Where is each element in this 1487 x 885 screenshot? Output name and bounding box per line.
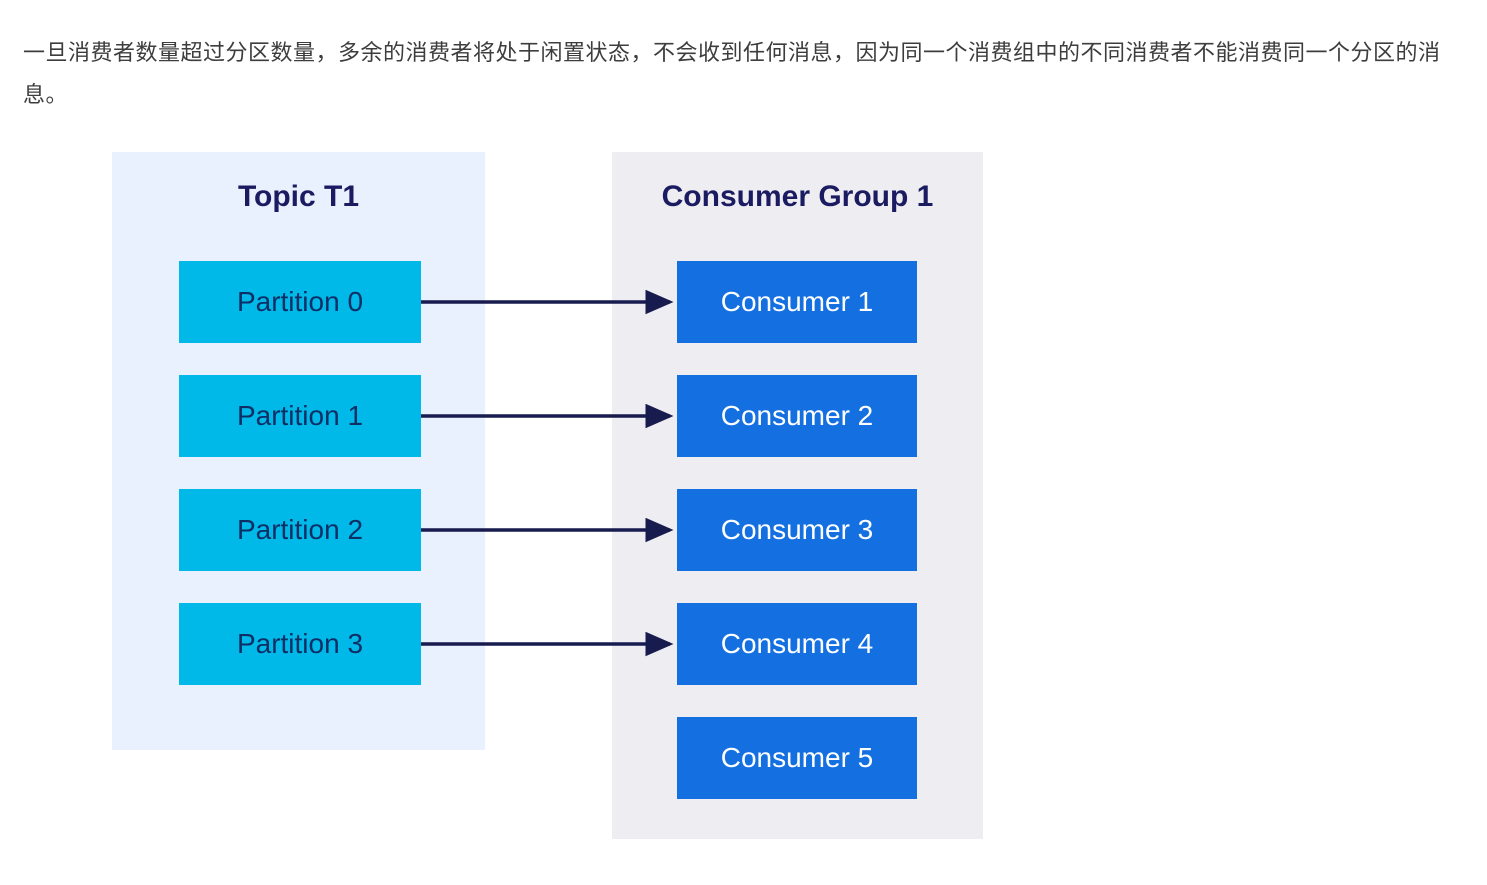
intro-paragraph: 一旦消费者数量超过分区数量，多余的消费者将处于闲置状态，不会收到任何消息，因为同… — [23, 40, 1441, 107]
consumer-group-title: Consumer Group 1 — [661, 180, 934, 213]
consumer-2-box: Consumer 2 — [677, 375, 917, 457]
partition-0-box: Partition 0 — [179, 261, 421, 343]
partition-3-box: Partition 3 — [179, 603, 421, 685]
topic-panel-title: Topic T1 — [237, 180, 360, 213]
partition-2-box: Partition 2 — [179, 489, 421, 571]
consumer-5-box: Consumer 5 — [677, 717, 917, 799]
consumer-1-box: Consumer 1 — [677, 261, 917, 343]
consumer-3-box: Consumer 3 — [677, 489, 917, 571]
partition-1-box: Partition 1 — [179, 375, 421, 457]
consumer-4-box: Consumer 4 — [677, 603, 917, 685]
